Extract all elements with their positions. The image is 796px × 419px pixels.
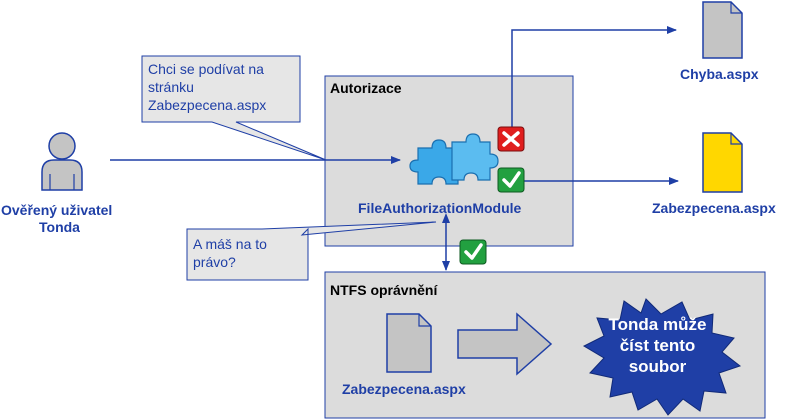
target-page-document-icon: [702, 132, 743, 193]
puzzle-icon: [409, 133, 499, 185]
ntfs-file-label: Zabezpecena.aspx: [342, 381, 466, 397]
authorization-title: Autorizace: [330, 80, 402, 96]
burst-line3: soubor: [628, 357, 687, 376]
burst-line1: Tonda může: [608, 315, 707, 334]
request-bubble-text: Chci se podívat na stránku Zabezpecena.a…: [148, 60, 266, 114]
ntfs-check-icon: [459, 239, 487, 265]
allow-check-icon: [497, 167, 525, 193]
ntfs-result-arrow: [457, 312, 553, 376]
question-bubble-line2: právo?: [193, 254, 236, 270]
user-label-line2: Tonda: [39, 219, 80, 235]
request-bubble: [141, 55, 327, 161]
question-bubble-text: A máš na to právo?: [193, 235, 267, 271]
burst-line2: číst tento: [619, 336, 696, 355]
result-burst-text: Tonda může číst tento soubor: [595, 314, 720, 377]
user-icon: [41, 132, 83, 191]
ntfs-title: NTFS oprávnění: [330, 282, 438, 298]
deny-arrow: [511, 26, 677, 128]
ntfs-file-document-icon: [386, 313, 432, 373]
request-bubble-line3: Zabezpecena.aspx: [148, 97, 267, 113]
question-bubble-line1: A máš na to: [193, 236, 267, 252]
result-burst: [582, 298, 742, 416]
deny-x-icon: [497, 126, 525, 152]
module-label: FileAuthorizationModule: [358, 200, 522, 216]
request-bubble-line1: Chci se podívat na: [148, 61, 264, 77]
target-page-label: Zabezpecena.aspx: [652, 200, 776, 216]
question-bubble: [186, 221, 437, 281]
request-bubble-line2: stránku: [148, 79, 194, 95]
user-label-line1: Ověřený uživatel: [1, 202, 113, 218]
error-page-document-icon: [702, 1, 743, 59]
error-page-label: Chyba.aspx: [680, 66, 759, 82]
